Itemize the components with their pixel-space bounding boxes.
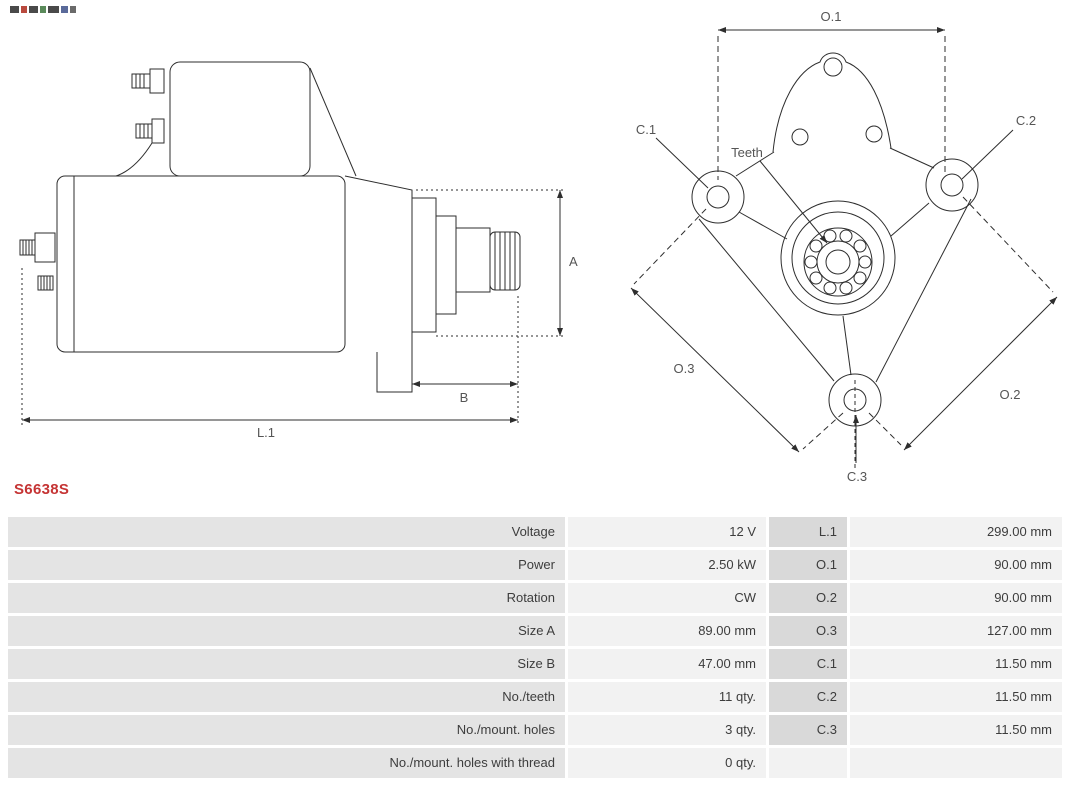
- spec-table: Voltage 12 V L.1 299.00 mm Power 2.50 kW…: [8, 517, 1062, 778]
- brand-logo: [10, 6, 76, 13]
- dim-label: O.3: [769, 616, 847, 646]
- table-row: No./mount. holes with thread 0 qty.: [8, 748, 1062, 778]
- teeth-label: Teeth: [731, 145, 763, 160]
- table-row: Size A 89.00 mm O.3 127.00 mm: [8, 616, 1062, 646]
- spec-property: Voltage: [8, 517, 565, 547]
- starter-side-view: [19, 61, 521, 393]
- spec-property: Power: [8, 550, 565, 580]
- spec-property: No./mount. holes: [8, 715, 565, 745]
- dim-label-o1: O.1: [821, 9, 842, 24]
- spec-property: Size A: [8, 616, 565, 646]
- dim-label: O.1: [769, 550, 847, 580]
- dim-value: 299.00 mm: [850, 517, 1062, 547]
- front-view-dimensions: [630, 27, 1058, 468]
- dim-value: [850, 748, 1062, 778]
- dim-label: L.1: [769, 517, 847, 547]
- dim-label-c2: C.2: [1016, 113, 1036, 128]
- table-row: No./teeth 11 qty. C.2 11.50 mm: [8, 682, 1062, 712]
- dim-label-c3: C.3: [847, 469, 867, 484]
- spec-value: 47.00 mm: [568, 649, 766, 679]
- dim-label-o3: O.3: [674, 361, 695, 376]
- spec-value: 12 V: [568, 517, 766, 547]
- table-row: Rotation CW O.2 90.00 mm: [8, 583, 1062, 613]
- dim-value: 11.50 mm: [850, 682, 1062, 712]
- table-row: Voltage 12 V L.1 299.00 mm: [8, 517, 1062, 547]
- dim-label: C.2: [769, 682, 847, 712]
- spec-value: 11 qty.: [568, 682, 766, 712]
- spec-value: 3 qty.: [568, 715, 766, 745]
- dim-label: O.2: [769, 583, 847, 613]
- logo-pixels: [10, 6, 76, 13]
- dim-label: C.3: [769, 715, 847, 745]
- dim-label-b: B: [460, 390, 469, 405]
- spec-value: 89.00 mm: [568, 616, 766, 646]
- spec-property: No./teeth: [8, 682, 565, 712]
- table-row: Power 2.50 kW O.1 90.00 mm: [8, 550, 1062, 580]
- spec-property: Rotation: [8, 583, 565, 613]
- dim-value: 127.00 mm: [850, 616, 1062, 646]
- dim-value: 90.00 mm: [850, 583, 1062, 613]
- dim-label-o2: O.2: [1000, 387, 1021, 402]
- spec-value: 2.50 kW: [568, 550, 766, 580]
- spec-property: Size B: [8, 649, 565, 679]
- dim-label: C.1: [769, 649, 847, 679]
- spec-property: No./mount. holes with thread: [8, 748, 565, 778]
- dim-value: 11.50 mm: [850, 649, 1062, 679]
- spec-value: 0 qty.: [568, 748, 766, 778]
- dim-value: 11.50 mm: [850, 715, 1062, 745]
- dim-label-a: A: [569, 254, 578, 269]
- table-row: Size B 47.00 mm C.1 11.50 mm: [8, 649, 1062, 679]
- side-view-dimensions: [21, 189, 566, 426]
- dim-label-c1: C.1: [636, 122, 656, 137]
- part-number: S6638S: [14, 481, 70, 498]
- spec-value: CW: [568, 583, 766, 613]
- dim-label: [769, 748, 847, 778]
- flange-front-view: [691, 52, 979, 427]
- dim-label-l1: L.1: [257, 425, 275, 440]
- dim-value: 90.00 mm: [850, 550, 1062, 580]
- technical-diagram: A B L.1 O.1 C.1 C.2 Teeth O.3 O.2 C.3: [19, 9, 1058, 484]
- table-row: No./mount. holes 3 qty. C.3 11.50 mm: [8, 715, 1062, 745]
